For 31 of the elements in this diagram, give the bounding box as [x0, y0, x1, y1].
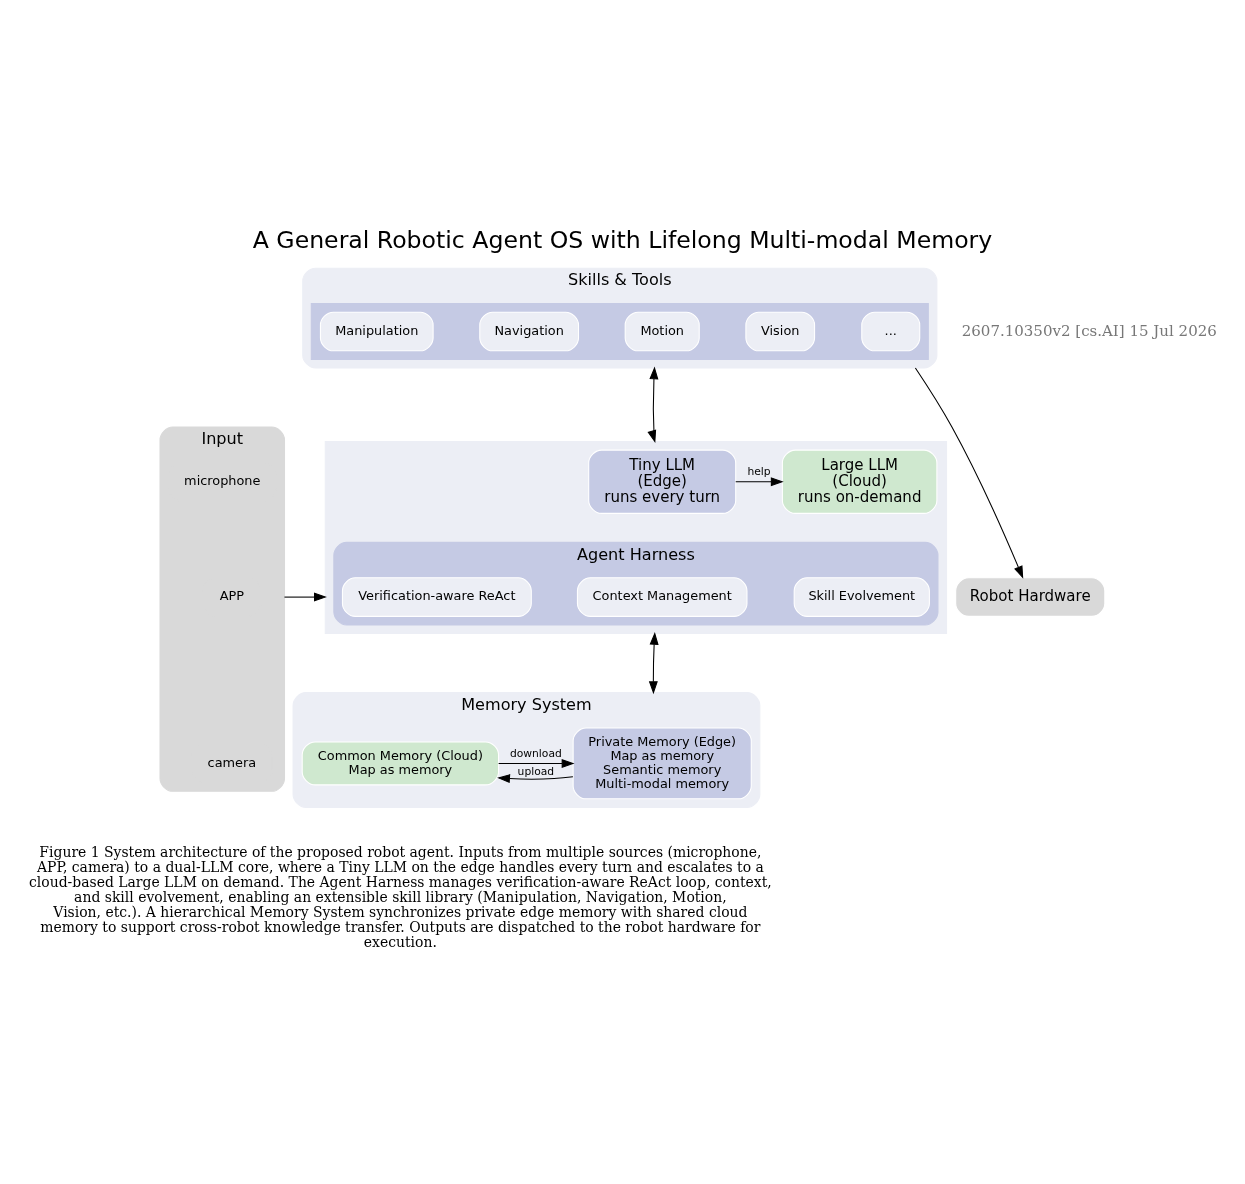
arrow [283, 592, 327, 602]
arrow [735, 477, 784, 487]
node-box: Robot Hardware [955, 577, 1106, 617]
cluster [324, 440, 948, 635]
node-box: Motion [624, 311, 700, 352]
node-box: Large LLM (Cloud) runs on-demand [781, 449, 938, 514]
edge-label: help [747, 465, 771, 479]
node-box: Navigation [479, 311, 580, 352]
node-box: Verification-aware ReAct [341, 577, 532, 617]
arrow [914, 367, 1024, 579]
cluster [310, 303, 929, 360]
arrow [647, 366, 659, 444]
label: 2607.10350v2 [cs.AI] 15 Jul 2026 [961, 321, 1217, 340]
node-box: Private Memory (Edge) Map as memory Semantic memory Multi-modal memory [572, 727, 752, 800]
arrow [648, 631, 659, 695]
node-box: Manipulation [319, 311, 434, 352]
node-box: ... [861, 311, 921, 352]
node-box: Skill Evolvement [793, 577, 930, 617]
caption: Figure 1 System architecture of the proposed robot agent. Inputs from multiple sources (microphone, APP, camera) to a dual-LLM core, where a Tiny LLM on the edge handles every turn and escalates to a cloud-based Large LLM on demand. The Agent Harness manages verification-aware ReAct loop, context, and skill evolvement, enabling an extensible skill library (Manipulation, Navigation, Motion, Vision, etc.). A hierarchical Memory System synchronizes private edge memory with shared cloud memory to support cross-robot knowledge transfer. Outputs are dispatched to the robot hardware for execution. [29, 844, 772, 951]
node-text: microphone [184, 473, 261, 489]
node-text: APP [219, 588, 245, 604]
arrow [498, 758, 575, 768]
node-box: Context Management [576, 577, 748, 617]
node-text: camera [207, 754, 257, 770]
node-box: Tiny LLM (Edge) runs every turn [588, 449, 737, 514]
node-box: Vision [745, 311, 816, 352]
arrow [497, 774, 574, 784]
node-box: Common Memory (Cloud) Map as memory [301, 741, 500, 786]
edge-label: download [509, 746, 562, 760]
diagram-title: A General Robotic Agent OS with Lifelong Multi-modal Memory [252, 226, 993, 255]
edge-label: upload [517, 765, 555, 779]
